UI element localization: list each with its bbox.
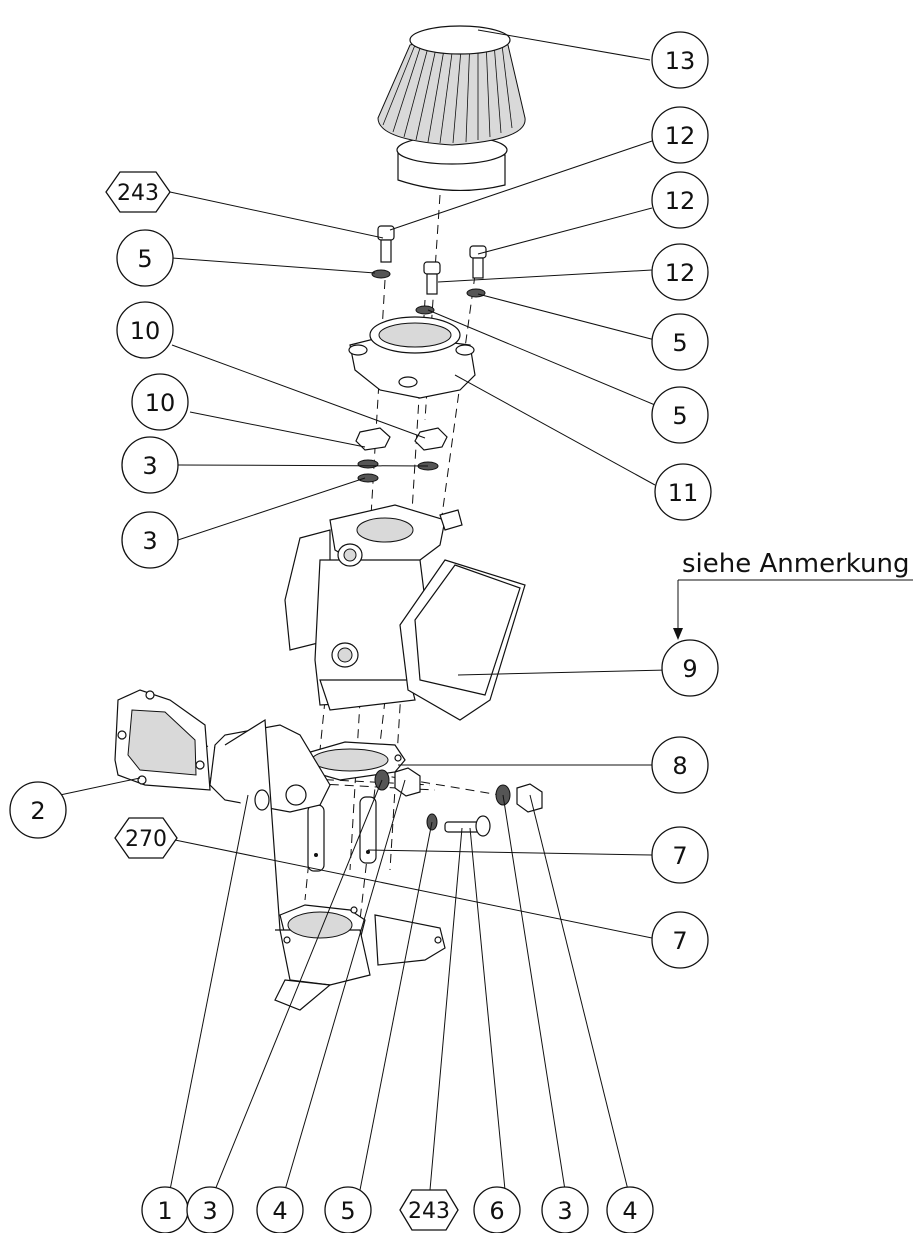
balloon-5: 5 [651,313,709,371]
screws-part-12 [377,225,487,295]
svg-text:5: 5 [340,1197,355,1225]
balloon-5: 5 [116,229,174,287]
note-text: siehe Anmerkung [682,549,910,579]
svg-text:3: 3 [142,452,157,480]
svg-text:3: 3 [557,1197,572,1225]
svg-text:9: 9 [682,655,697,683]
balloon-8: 8 [651,736,709,794]
carburetor-body [284,504,463,711]
balloon-2: 2 [9,781,67,839]
svg-text:243: 243 [408,1199,450,1224]
balloon-7: 7 [651,911,709,969]
balloon-3: 3 [121,511,179,569]
svg-text:13: 13 [665,47,696,75]
balloon-9: 9 [661,639,719,697]
intake-manifold-part-1 [209,718,446,1011]
side-cover-part-9 [399,559,526,721]
svg-text:11: 11 [668,479,699,507]
svg-text:1: 1 [157,1197,172,1225]
svg-text:10: 10 [130,317,161,345]
flange-part-11 [348,316,476,399]
svg-text:12: 12 [665,259,696,287]
svg-text:12: 12 [665,187,696,215]
svg-text:10: 10 [145,389,176,417]
air-filter-part [377,25,526,192]
balloon-4: 4 [606,1186,654,1233]
svg-text:5: 5 [672,329,687,357]
hex-balloon-243: 243 [105,171,171,213]
svg-text:3: 3 [142,527,157,555]
svg-text:7: 7 [672,927,687,955]
balloon-11: 11 [654,463,712,521]
svg-text:5: 5 [672,402,687,430]
hex-balloon-243: 243 [399,1189,459,1231]
svg-text:3: 3 [202,1197,217,1225]
balloon-13: 13 [651,31,709,89]
balloon-12: 12 [651,171,709,229]
intake-gasket-part-2 [114,689,211,791]
balloon-5: 5 [651,386,709,444]
balloon-3: 3 [541,1186,589,1233]
svg-text:7: 7 [672,842,687,870]
leader-lines [59,29,669,1191]
svg-text:4: 4 [272,1197,287,1225]
svg-text:8: 8 [672,752,687,780]
washers-part-3-upper [357,459,439,483]
svg-text:6: 6 [489,1197,504,1225]
hex-balloon-270: 270 [114,817,178,859]
svg-text:4: 4 [622,1197,637,1225]
balloons: 13 12 243 12 5 12 10 5 5 10 3 11 3 9 8 2… [9,31,719,1233]
balloon-12: 12 [651,106,709,164]
svg-text:5: 5 [137,245,152,273]
balloon-10: 10 [116,301,174,359]
svg-text:243: 243 [117,181,159,206]
svg-text:12: 12 [665,122,696,150]
balloon-6: 6 [473,1186,521,1233]
studs-part-7 [307,796,377,872]
balloon-3: 3 [121,436,179,494]
balloon-1: 1 [141,1186,189,1233]
nuts-part-10 [355,427,448,451]
svg-text:270: 270 [125,827,167,852]
note-callout: siehe Anmerkung [673,549,913,640]
balloon-4: 4 [256,1186,304,1233]
balloon-10: 10 [131,373,189,431]
balloon-7: 7 [651,826,709,884]
balloon-3: 3 [186,1186,234,1233]
lower-hardware [374,767,543,837]
svg-text:2: 2 [30,797,45,825]
balloon-5: 5 [324,1186,372,1233]
balloon-12: 12 [651,243,709,301]
